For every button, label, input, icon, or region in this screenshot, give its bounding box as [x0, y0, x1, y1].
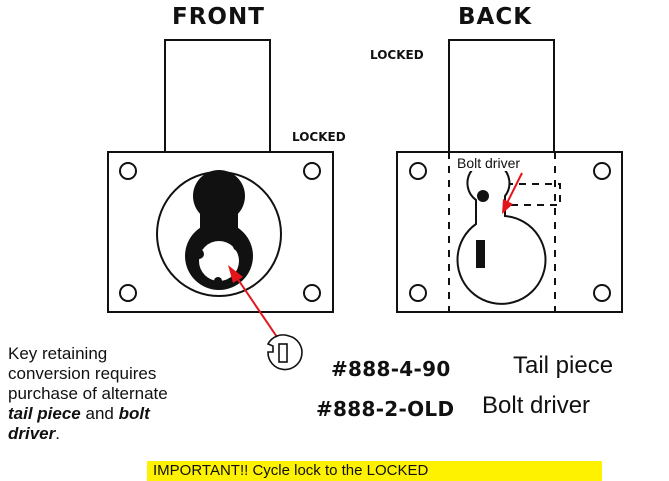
- back-driver-slot: [479, 183, 561, 206]
- note-em-bolt: bolt: [118, 404, 150, 423]
- back-lock: [396, 39, 623, 313]
- back-screw-hole-tl: [409, 162, 427, 180]
- bolt-driver-arrow-head: [502, 199, 513, 214]
- back-screw-hole-tr: [593, 162, 611, 180]
- callout-arrows: [228, 172, 523, 338]
- front-screw-hole-tr: [303, 162, 321, 180]
- back-bolt: [448, 39, 555, 153]
- back-title: BACK: [458, 4, 533, 30]
- front-keyway: [199, 241, 239, 281]
- note-end: .: [55, 424, 60, 443]
- back-screw-hole-bl: [409, 284, 427, 302]
- front-keyway-notch-r: [233, 241, 243, 251]
- bolt-driver-arrow-line: [506, 172, 523, 204]
- front-title: FRONT: [172, 4, 265, 30]
- part-name-tail-piece: Tail piece: [513, 352, 614, 379]
- back-tail-slot: [476, 240, 485, 268]
- note-line-1: Key retaining: [8, 344, 108, 363]
- front-lock: [107, 39, 334, 313]
- back-driver-pin: [477, 190, 489, 202]
- tail-piece-icon: [266, 334, 303, 371]
- part-name-bolt-driver: Bolt driver: [482, 392, 591, 419]
- front-screw-hole-tl: [119, 162, 137, 180]
- note-line-3: purchase of alternate: [8, 384, 168, 403]
- front-keyway-notch-l: [194, 249, 204, 259]
- note-line-2: conversion requires: [8, 364, 157, 383]
- bolt-driver-callout: Bolt driver: [456, 155, 522, 171]
- note-em-tail-piece: tail piece: [8, 404, 81, 423]
- front-arrow-line: [234, 274, 278, 338]
- front-keyway-notch-b: [214, 277, 222, 285]
- part-number-bolt-driver: #888-2-OLD: [316, 397, 455, 421]
- important-banner: IMPORTANT!! Cycle lock to the LOCKED: [147, 461, 602, 481]
- note-em-driver: driver: [8, 424, 56, 443]
- front-locked-label: LOCKED: [292, 130, 346, 144]
- front-screw-hole-br: [303, 284, 321, 302]
- front-arrow-head: [228, 265, 243, 283]
- note-and: and: [80, 404, 119, 423]
- back-locked-label: LOCKED: [370, 48, 424, 62]
- conversion-note: Key retaining conversion requires purcha…: [8, 344, 218, 444]
- front-bolt: [164, 39, 271, 153]
- back-screw-hole-br: [593, 284, 611, 302]
- part-number-tail-piece: #888-4-90: [331, 357, 451, 381]
- front-screw-hole-bl: [119, 284, 137, 302]
